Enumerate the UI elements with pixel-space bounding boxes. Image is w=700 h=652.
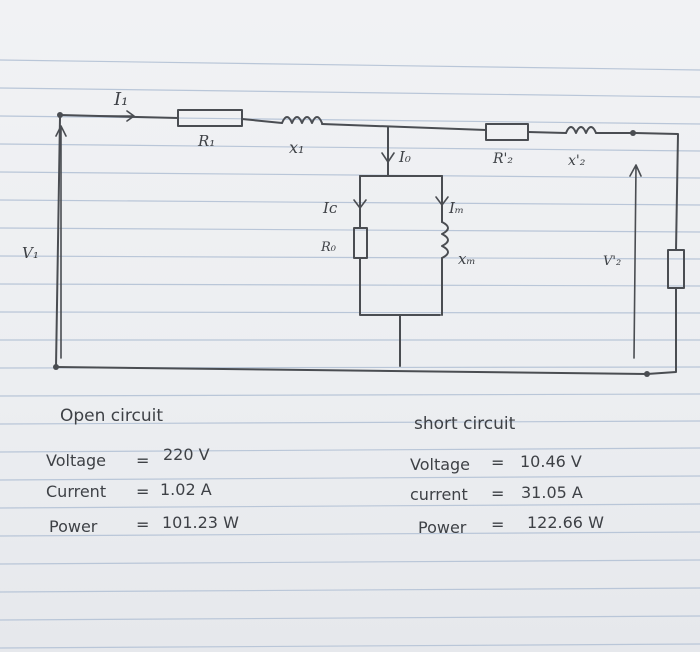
sc-current-sep: = [491,484,504,503]
oc-current-value: 1.02 A [160,480,212,499]
label-v1: V₁ [22,244,39,262]
load-resistor [667,249,685,289]
sc-power-label: Power [418,518,467,537]
label-r1: R₁ [197,132,215,150]
resistor-r2 [485,123,529,141]
ruled-lines [0,59,700,649]
sc-voltage-label: Voltage [410,455,470,474]
label-ic: Iᴄ [322,199,338,217]
oc-voltage-value: 220 V [163,445,210,464]
oc-voltage-sep: = [136,451,149,470]
inductor-xm [441,221,449,259]
arrows [55,110,642,359]
inductor-x1 [281,116,323,124]
arrow-ic [353,199,367,209]
arrow-i0 [381,152,395,163]
oc-power-label: Power [49,517,98,536]
oc-voltage-label: Voltage [46,451,106,470]
oc-power-value: 101.23 W [162,513,239,532]
open-circuit-title: Open circuit [60,406,163,426]
arrow-v1 [55,125,67,359]
oc-current-label: Current [46,482,106,501]
sc-voltage-sep: = [491,453,504,472]
oc-power-sep: = [136,515,149,534]
label-r0: R₀ [320,240,337,255]
resistor-r0 [353,227,368,259]
sc-voltage-value: 10.46 V [520,452,582,471]
label-x1: x₁ [289,138,304,157]
label-im: Iₘ [448,199,464,217]
sc-power-value: 122.66 W [527,513,604,532]
inductor-x2 [565,126,597,134]
label-r2: R'₂ [492,151,513,167]
label-xm: xₘ [458,250,476,268]
arrow-v2 [629,164,642,359]
component-labels: I₁ R₁ x₁ I₀ R'₂ x'₂ Iᴄ Iₘ R₀ xₘ V₁ V'₂ [22,89,621,269]
short-circuit-results: short circuit Voltage = 10.46 V current … [410,414,604,537]
arrow-i1 [99,110,135,122]
open-circuit-results: Open circuit Voltage = 220 V Current = 1… [46,406,239,536]
label-i1: I₁ [113,89,128,110]
sc-current-label: current [410,485,468,504]
label-v2: V'₂ [603,254,621,269]
sc-power-sep: = [491,515,504,534]
arrow-im [435,196,449,206]
label-i0: I₀ [398,148,411,166]
label-x2: x'₂ [568,153,586,169]
oc-current-sep: = [136,482,149,501]
sc-current-value: 31.05 A [521,483,583,502]
short-circuit-title: short circuit [414,414,516,434]
